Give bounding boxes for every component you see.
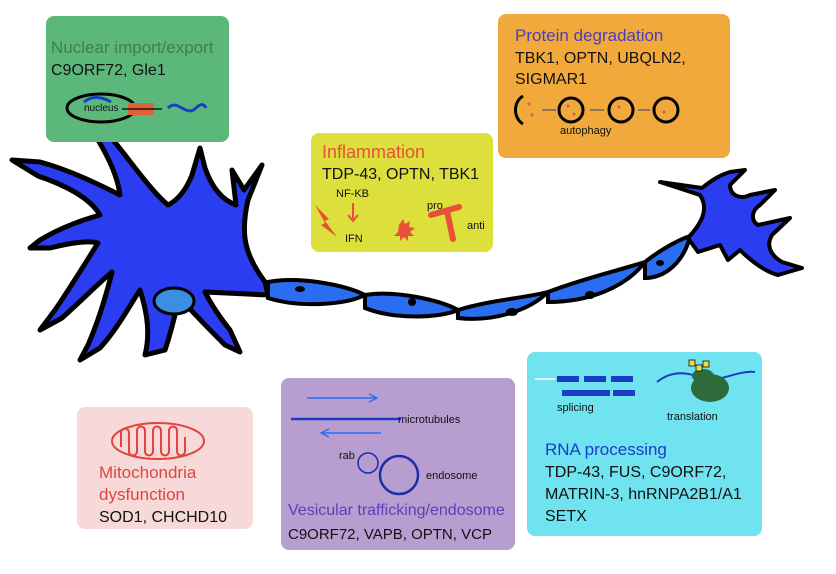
nucleus-icon xyxy=(65,92,208,124)
axon-nuclei xyxy=(295,260,664,316)
translation-label: translation xyxy=(667,411,718,423)
rna-processing-genes-3: SETX xyxy=(545,508,587,525)
neuron-soma-dendrites xyxy=(9,109,271,363)
nuclear-transport-title: Nuclear import/export xyxy=(51,38,214,57)
nuclear-transport-panel: Nuclear import/export C9ORF72, Gle1 nucl… xyxy=(46,16,229,142)
inflammation-panel: Inflammation TDP-43, OPTN, TBK1 NF-KB IF… xyxy=(311,133,493,252)
rna-processing-genes-2: MATRIN-3, hnRNPA2B1/A1 xyxy=(545,486,742,503)
axon-terminal xyxy=(658,168,804,277)
soma-nucleus xyxy=(152,286,196,316)
ifn-label: IFN xyxy=(345,233,363,245)
anti-label: anti xyxy=(467,220,485,232)
microtubules-label: microtubules xyxy=(398,414,461,426)
vesicular-trafficking-genes: C9ORF72, VAPB, OPTN, VCP xyxy=(288,526,492,543)
vesicular-trafficking-panel: microtubules rab endosome Vesicular traf… xyxy=(281,378,515,550)
rab-label: rab xyxy=(339,450,355,462)
mitochondria-panel: Mitochondria dysfunction SOD1, CHCHD10 xyxy=(77,407,253,529)
protein-degradation-genes-2: SIGMAR1 xyxy=(515,71,588,88)
endosome-label: endosome xyxy=(426,470,478,482)
inflammation-icons xyxy=(315,203,462,242)
inflammation-title: Inflammation xyxy=(322,142,426,162)
pro-label: pro xyxy=(427,200,443,212)
vesicular-trafficking-title: Vesicular trafficking/endosome xyxy=(288,502,505,519)
inflammation-genes: TDP-43, OPTN, TBK1 xyxy=(322,166,480,183)
mitochondrion-icon xyxy=(111,422,205,460)
nfkb-label: NF-KB xyxy=(336,188,369,200)
protein-degradation-title: Protein degradation xyxy=(515,26,664,45)
mitochondria-title-2: dysfunction xyxy=(99,485,185,504)
autophagy-icon xyxy=(514,94,680,126)
protein-degradation-panel: Protein degradation TBK1, OPTN, UBQLN2, … xyxy=(498,14,730,158)
microtubules-icon xyxy=(291,393,420,496)
protein-degradation-genes-1: TBK1, OPTN, UBQLN2, xyxy=(515,50,686,67)
rna-processing-icons xyxy=(535,359,756,402)
rna-processing-panel: splicing translation RNA processing TDP-… xyxy=(527,352,762,536)
splicing-label: splicing xyxy=(557,402,594,414)
nuclear-transport-genes: C9ORF72, Gle1 xyxy=(51,62,166,79)
mitochondria-title-1: Mitochondria xyxy=(99,463,197,482)
nucleus-label: nucleus xyxy=(84,103,119,114)
rna-processing-genes-1: TDP-43, FUS, C9ORF72, xyxy=(545,464,727,481)
mitochondria-genes: SOD1, CHCHD10 xyxy=(99,509,228,526)
axon-myelin-segments xyxy=(266,232,693,321)
autophagy-label: autophagy xyxy=(560,125,612,137)
rna-processing-title: RNA processing xyxy=(545,440,667,459)
